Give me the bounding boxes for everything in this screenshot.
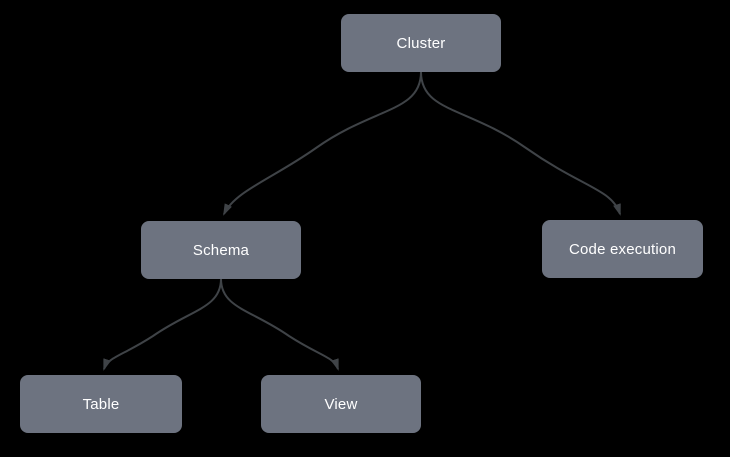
edge-cluster-to-schema bbox=[223, 71, 422, 216]
node-cluster-label: Cluster bbox=[396, 34, 446, 52]
node-code-execution[interactable]: Code execution bbox=[542, 220, 703, 278]
node-cluster[interactable]: Cluster bbox=[341, 14, 501, 72]
node-view-label: View bbox=[324, 395, 358, 413]
node-schema[interactable]: Schema bbox=[141, 221, 301, 279]
node-table[interactable]: Table bbox=[20, 375, 182, 433]
node-view[interactable]: View bbox=[261, 375, 421, 433]
edge-schema-to-table bbox=[103, 278, 222, 371]
node-table-label: Table bbox=[82, 395, 120, 413]
node-code-execution-label: Code execution bbox=[568, 240, 677, 258]
edge-cluster-to-code-execution bbox=[420, 71, 621, 216]
edge-schema-to-view bbox=[220, 278, 339, 371]
node-schema-label: Schema bbox=[192, 241, 250, 259]
